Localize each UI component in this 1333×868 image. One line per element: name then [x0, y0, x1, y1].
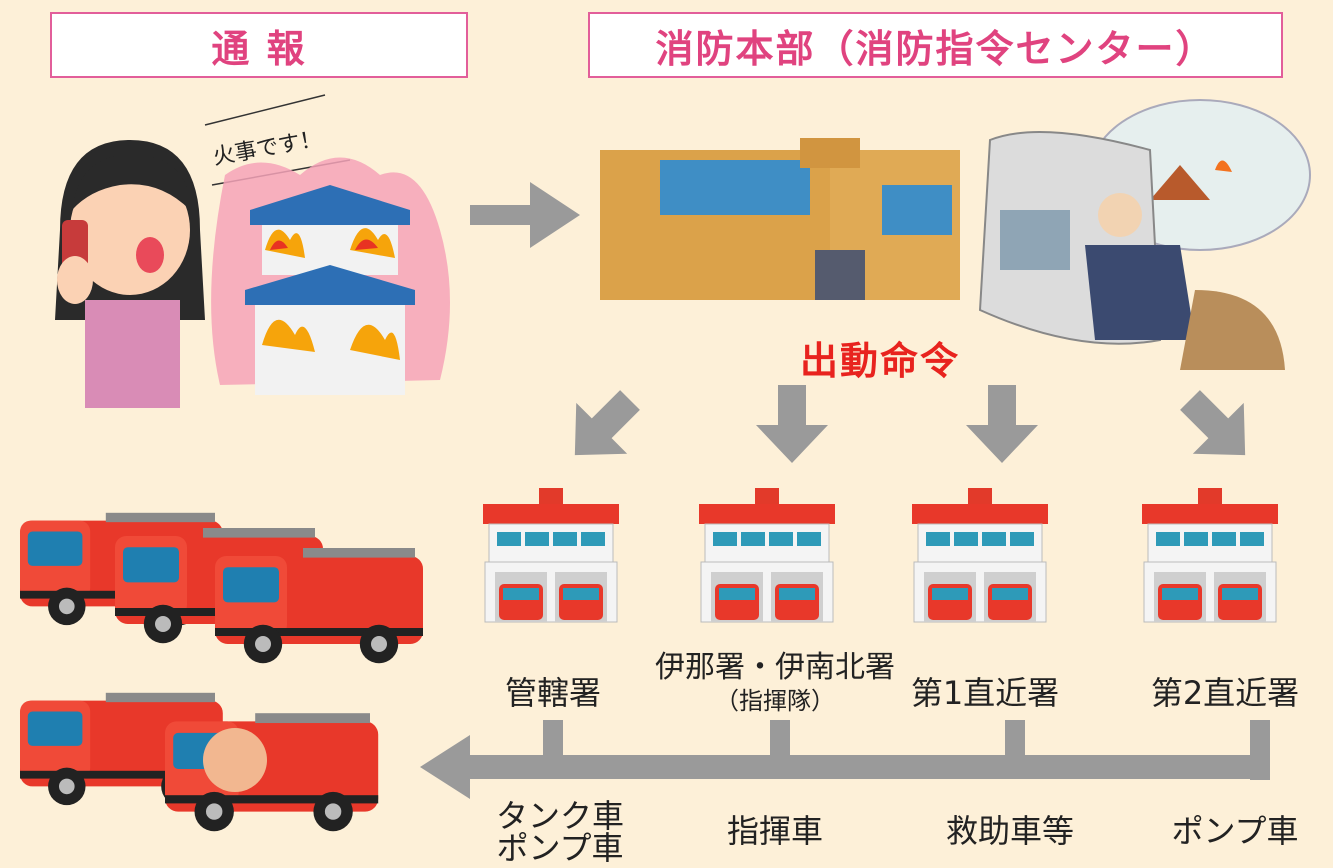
station-label-nearest-1: 第1直近署: [895, 668, 1075, 714]
hq-header: 消防本部（消防指令センター）: [588, 12, 1283, 78]
station-name: 管轄署: [504, 674, 601, 712]
vehicle-label-4: ポンプ車: [1155, 815, 1315, 847]
hq-building-illustration: [600, 138, 960, 300]
vehicle-line: ポンプ車: [1171, 812, 1299, 850]
arrow-right: [470, 182, 580, 248]
vehicle-line: ポンプ車: [496, 829, 624, 867]
station-sub: （指揮隊）: [715, 687, 835, 715]
fire-station-3: [911, 487, 1049, 623]
vehicle-label-3: 救助車等: [930, 815, 1090, 847]
fire-station-1: [482, 487, 620, 623]
station-name: 伊那署・伊南北署: [655, 650, 895, 685]
caller-illustration: [55, 140, 205, 408]
station-label-nearest-2: 第2直近署: [1130, 668, 1320, 714]
dispatch-arrows: [549, 374, 1271, 481]
fire-station-4: [1141, 487, 1279, 623]
report-header-label: 通 報: [211, 26, 307, 71]
report-header: 通 報: [50, 12, 468, 78]
return-flow-arrows: [420, 720, 1270, 799]
hq-header-label: 消防本部（消防指令センター）: [655, 26, 1216, 71]
station-label-ina: 伊那署・伊南北署 （指揮隊）: [655, 650, 895, 716]
vehicle-line: 指揮車: [726, 812, 823, 850]
station-name: 第2直近署: [1150, 674, 1300, 712]
vehicle-label-1: タンク車 ポンプ車: [485, 800, 635, 864]
command-center-illustration: [978, 99, 1311, 370]
burning-house-illustration: [211, 157, 450, 395]
fire-trucks-top: [20, 512, 423, 664]
station-label-jurisdiction: 管轄署: [478, 668, 628, 714]
vehicle-line: 救助車等: [945, 812, 1074, 850]
vehicle-line: タンク車: [495, 797, 624, 835]
fire-trucks-bottom: [20, 692, 379, 832]
station-name: 第1直近署: [910, 674, 1060, 712]
fire-station-2: [698, 487, 836, 623]
dispatch-order-label: 出動命令: [800, 339, 961, 383]
vehicle-label-2: 指揮車: [700, 815, 850, 847]
